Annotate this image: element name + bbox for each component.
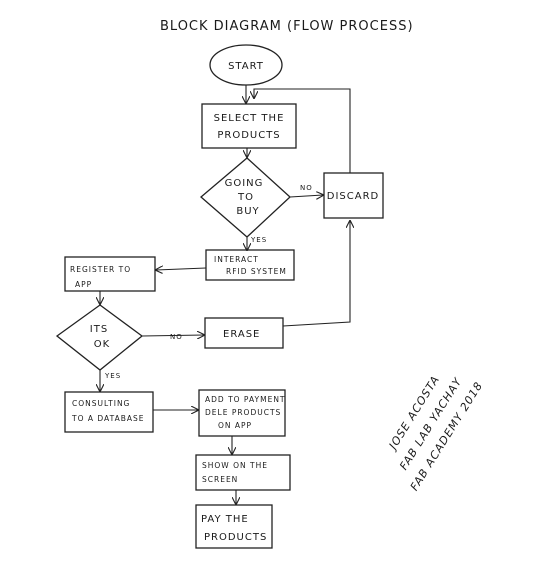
discard-box (323, 172, 384, 219)
addpay-label-3: ON APP (218, 421, 252, 430)
discard-label: DISCARD (327, 191, 379, 202)
ok-label-1: ITS (90, 324, 108, 335)
ok-no-label: NO (170, 333, 183, 341)
add-payment-box (198, 389, 286, 437)
consult-label-2: TO A DATABASE (71, 414, 144, 423)
show-screen-box (195, 454, 291, 491)
ok-yes-label: YES (104, 372, 121, 380)
edge-going-discard (289, 195, 323, 197)
edge-erase-discard (282, 221, 350, 327)
edge-rfid-register (156, 268, 207, 270)
pay-label-1: PAY THE (201, 514, 249, 525)
edge-ok-erase (141, 335, 204, 336)
going-no-label: NO (300, 184, 313, 192)
pay-label-2: PRODUCTS (204, 532, 267, 543)
pay-products-box (195, 504, 273, 549)
going-label-1: GOING (225, 178, 264, 189)
going-label-2: TO (237, 192, 254, 203)
diagram-title: BLOCK DIAGRAM (FLOW PROCESS) (160, 19, 414, 34)
its-ok-decision (55, 304, 144, 371)
register-label-1: REGISTER TO (70, 265, 131, 274)
signature: JOSE ACOSTA FAB LAB YACHAY FAB ACADEMY 2… (385, 373, 485, 493)
addpay-label-1: ADD TO PAYMENT (205, 395, 286, 404)
show-label-1: SHOW ON THE (202, 461, 268, 470)
select-products-box (201, 103, 297, 149)
register-box (64, 256, 156, 292)
consult-label-1: CONSULTING (72, 399, 130, 408)
erase-label: ERASE (223, 329, 260, 340)
edge-discard-loop (254, 88, 351, 173)
rfid-box (205, 249, 295, 281)
addpay-label-2: DELE PRODUCTS (205, 408, 281, 417)
going-label-3: BUY (236, 206, 259, 217)
start-label: START (228, 61, 264, 72)
rfid-label-1: INTERACT (214, 255, 259, 264)
erase-box (204, 317, 284, 349)
going-yes-label: YES (250, 236, 267, 244)
ok-label-2: OK (94, 339, 110, 350)
consult-box (64, 391, 154, 433)
show-label-2: SCREEN (202, 475, 238, 484)
rfid-label-2: RFID SYSTEM (226, 267, 287, 276)
select-products-label-1: SELECT THE (214, 113, 285, 124)
select-products-label-2: PRODUCTS (217, 130, 280, 141)
register-label-2: APP (75, 280, 92, 289)
